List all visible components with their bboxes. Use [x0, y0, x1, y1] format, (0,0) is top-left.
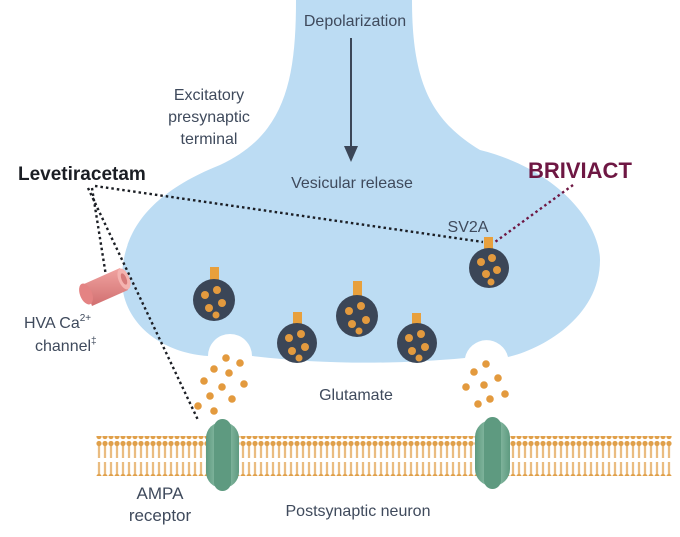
hva-label-line2: channel‡	[35, 336, 97, 355]
ampa-label-line2: receptor	[129, 506, 192, 525]
levetiracetam-label: Levetiracetam	[18, 164, 146, 185]
vesicular-release-label: Vesicular release	[291, 175, 413, 192]
terminal-label-line3: terminal	[181, 131, 238, 148]
arrow-down-icon	[344, 38, 358, 162]
vesicle-1	[193, 267, 235, 321]
postsynaptic-membrane	[96, 436, 672, 476]
ampa-label-line1: AMPA	[137, 484, 185, 503]
ampa-receptor-icon-right	[475, 417, 510, 489]
sv2a-label: SV2A	[448, 219, 489, 236]
glutamate-label: Glutamate	[319, 387, 393, 404]
glutamate-cluster-left	[194, 354, 248, 415]
terminal-label-line2: presynaptic	[168, 109, 250, 126]
calcium-channel-icon	[79, 268, 131, 306]
vesicle-3	[277, 312, 317, 363]
depolarization-label: Depolarization	[304, 13, 406, 30]
vesicle-2	[336, 281, 378, 337]
briviact-label: BRIVIACT	[528, 158, 632, 183]
ampa-receptor-icon	[206, 419, 239, 491]
terminal-label-line1: Excitatory	[174, 87, 244, 104]
postsynaptic-label: Postsynaptic neuron	[286, 503, 431, 520]
vesicle-sv2a	[469, 237, 509, 288]
glutamate-cluster-right	[462, 360, 509, 408]
vesicle-4	[397, 313, 437, 363]
levetiracetam-connectors	[86, 184, 484, 421]
hva-label-line1: HVA Ca2+	[24, 313, 91, 332]
